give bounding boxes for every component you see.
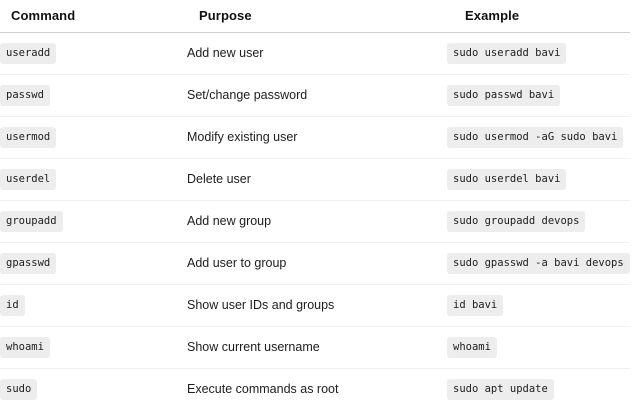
cell-purpose: Add user to group bbox=[187, 242, 447, 285]
example-chip: sudo groupadd devops bbox=[447, 210, 586, 233]
table-row: groupadd Add new group sudo groupadd dev… bbox=[0, 200, 630, 243]
cell-example: sudo useradd bavi bbox=[447, 32, 630, 75]
command-chip: id bbox=[0, 294, 25, 317]
cell-command: groupadd bbox=[0, 200, 187, 243]
column-header-purpose: Purpose bbox=[187, 0, 447, 33]
table-header-row: Command Purpose Example bbox=[0, 0, 630, 33]
cell-example: sudo userdel bavi bbox=[447, 158, 630, 201]
cell-command: whoami bbox=[0, 326, 187, 369]
cell-purpose: Show user IDs and groups bbox=[187, 284, 447, 327]
cell-command: id bbox=[0, 284, 187, 327]
column-header-command: Command bbox=[0, 0, 187, 33]
example-chip: sudo usermod -aG sudo bavi bbox=[447, 126, 624, 149]
table-row: whoami Show current username whoami bbox=[0, 326, 630, 369]
command-chip: passwd bbox=[0, 84, 50, 107]
table-row: usermod Modify existing user sudo usermo… bbox=[0, 116, 630, 159]
cell-purpose: Show current username bbox=[187, 326, 447, 369]
table-row: userdel Delete user sudo userdel bavi bbox=[0, 158, 630, 201]
cell-example: id bavi bbox=[447, 284, 630, 327]
command-chip: whoami bbox=[0, 336, 50, 359]
table-row: passwd Set/change password sudo passwd b… bbox=[0, 74, 630, 117]
purpose-text: Modify existing user bbox=[187, 130, 298, 145]
table-body: useradd Add new user sudo useradd bavi p… bbox=[0, 32, 630, 411]
table-header: Command Purpose Example bbox=[0, 0, 630, 33]
table-row: gpasswd Add user to group sudo gpasswd -… bbox=[0, 242, 630, 285]
example-chip: sudo useradd bavi bbox=[447, 42, 567, 65]
cell-command: sudo bbox=[0, 369, 187, 411]
purpose-text: Add user to group bbox=[187, 256, 287, 271]
cell-command: useradd bbox=[0, 32, 187, 75]
purpose-text: Show user IDs and groups bbox=[187, 298, 335, 313]
cell-example: sudo passwd bavi bbox=[447, 74, 630, 117]
cell-example: sudo gpasswd -a bavi devops bbox=[447, 242, 630, 285]
cell-command: userdel bbox=[0, 158, 187, 201]
cell-example: sudo usermod -aG sudo bavi bbox=[447, 116, 630, 159]
cell-example: whoami bbox=[447, 326, 630, 369]
command-chip: userdel bbox=[0, 168, 57, 191]
command-chip: gpasswd bbox=[0, 252, 57, 275]
column-header-example: Example bbox=[447, 0, 630, 33]
cell-command: passwd bbox=[0, 74, 187, 117]
command-chip: useradd bbox=[0, 42, 57, 65]
purpose-text: Add new group bbox=[187, 214, 272, 229]
example-chip: sudo gpasswd -a bavi devops bbox=[447, 252, 630, 275]
table-row: id Show user IDs and groups id bavi bbox=[0, 284, 630, 327]
example-chip: sudo passwd bavi bbox=[447, 84, 561, 107]
cell-purpose: Add new user bbox=[187, 32, 447, 75]
cell-purpose: Execute commands as root bbox=[187, 369, 447, 411]
cell-command: usermod bbox=[0, 116, 187, 159]
example-chip: sudo apt update bbox=[447, 378, 554, 401]
command-chip: groupadd bbox=[0, 210, 63, 233]
table-row: useradd Add new user sudo useradd bavi bbox=[0, 32, 630, 75]
commands-table: Command Purpose Example useradd Add new … bbox=[0, 0, 630, 411]
command-chip: sudo bbox=[0, 378, 38, 401]
purpose-text: Show current username bbox=[187, 340, 320, 355]
example-chip: sudo userdel bavi bbox=[447, 168, 567, 191]
example-chip: whoami bbox=[447, 336, 497, 359]
cell-example: sudo apt update bbox=[447, 369, 630, 411]
cell-purpose: Modify existing user bbox=[187, 116, 447, 159]
cell-purpose: Add new group bbox=[187, 200, 447, 243]
table-row: sudo Execute commands as root sudo apt u… bbox=[0, 369, 630, 411]
example-chip: id bavi bbox=[447, 294, 504, 317]
purpose-text: Delete user bbox=[187, 172, 251, 187]
cell-command: gpasswd bbox=[0, 242, 187, 285]
purpose-text: Add new user bbox=[187, 46, 264, 61]
cell-purpose: Set/change password bbox=[187, 74, 447, 117]
cell-example: sudo groupadd devops bbox=[447, 200, 630, 243]
purpose-text: Execute commands as root bbox=[187, 382, 339, 397]
command-chip: usermod bbox=[0, 126, 57, 149]
cell-purpose: Delete user bbox=[187, 158, 447, 201]
purpose-text: Set/change password bbox=[187, 88, 308, 103]
